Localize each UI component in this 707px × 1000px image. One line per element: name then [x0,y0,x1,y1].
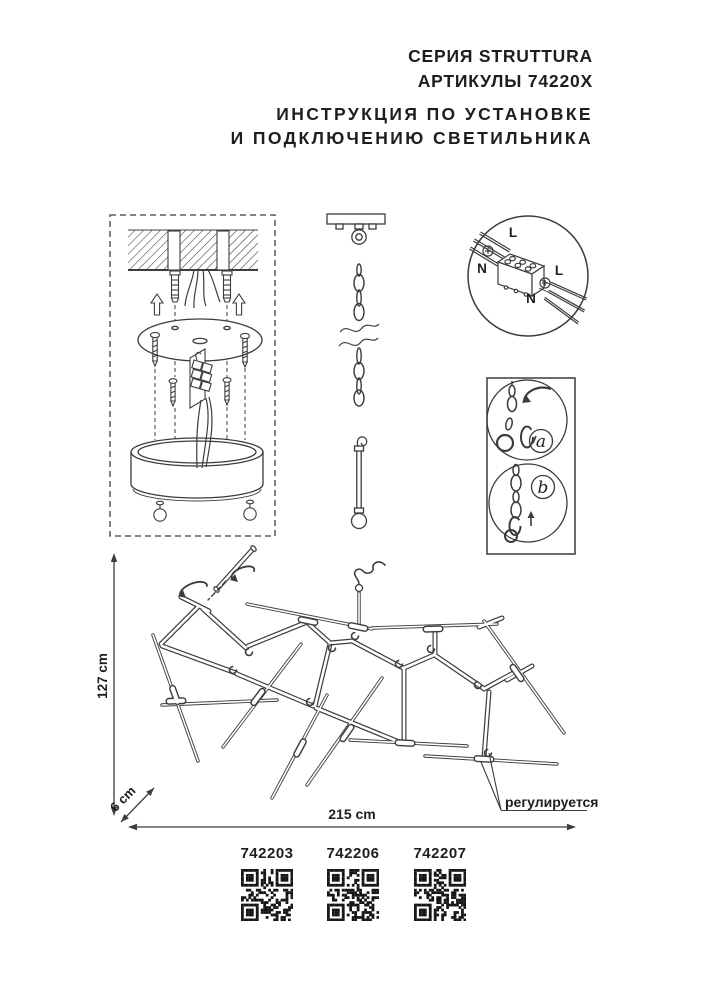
terminal-live-label: L [509,225,517,240]
canopy-wires [196,396,213,469]
dimension-annotations: 127 cm 6 cm 215 cm регулируется [95,553,598,831]
insert-arrow-icon [149,293,165,316]
article-code: 742207 [413,845,467,862]
instruction-title-line2: И ПОДКЛЮЧЕНИЮ СВЕТИЛЬНИКА [230,128,593,148]
wall-anchor [169,270,181,303]
step-b-circle [488,463,568,543]
suspension-rod [350,436,368,530]
article-item: 742207 [412,845,468,921]
article-code: 742206 [326,845,380,862]
joint-clips [228,631,493,758]
stem-label: 6 cm [107,783,139,815]
mounting-screw [239,332,251,369]
series-title: СЕРИЯ STRUTTURA [408,46,593,66]
wall-anchor [221,270,233,303]
height-dimension: 127 cm [95,553,118,816]
ceiling-bar [326,213,386,245]
mounting-screw [222,377,232,407]
qr-code [327,869,379,921]
suspension-chain [338,263,380,407]
step-b-label: b [538,478,549,498]
cap-nut [243,499,257,521]
step-a-label: a [536,432,546,452]
dashed-frame [109,214,276,537]
insert-axis [207,580,227,601]
step-a-detail: a [495,381,554,454]
installation-diagram [109,214,276,537]
earth-icon [539,277,551,289]
article-item: 742203 [239,845,295,921]
power-cord [353,561,386,593]
terminal-block-detail [496,253,546,298]
articles-row: 742203 742206 742207 [0,845,707,975]
instruction-title-line1: ИНСТРУКЦИЯ ПО УСТАНОВКЕ [276,104,593,124]
article-code: 742203 [240,845,294,862]
rotation-arrow-icon [230,565,256,582]
ceiling-hatch [128,229,258,271]
mounting-screw [168,378,178,408]
earth-icon [482,245,494,257]
articles-subtitle: АРТИКУЛЫ 74220X [417,71,593,91]
suspension-parts [326,213,386,530]
chandelier-structure [151,545,566,800]
height-label: 127 cm [95,653,110,699]
wire-live-label: L [555,263,563,278]
insert-arrow-icon [231,293,247,316]
width-label: 215 cm [328,806,375,822]
terminal-neutral-label: N [477,261,487,276]
step-a-circle [486,379,568,461]
drill-hole [167,230,181,271]
adjustment-panel: a b [486,377,576,555]
terminal-block [189,348,213,409]
article-item: 742206 [325,845,381,921]
header-block: СЕРИЯ STRUTTURA АРТИКУЛЫ 74220X ИНСТРУКЦ… [231,44,593,150]
drill-hole [216,230,230,271]
wire-neutral-label: N [526,291,536,306]
mains-wires [184,269,221,309]
cap-nut [153,500,167,522]
rotation-arrow-icon [178,580,208,598]
wiring-detail-circle [467,215,589,337]
mounting-screw [149,331,161,368]
fixture-wires [538,279,588,325]
adjustable-label: регулируется [505,794,598,810]
step-b-detail: b [504,463,556,543]
qr-code [414,869,466,921]
tube-end-cap [213,586,220,593]
qr-code [241,869,293,921]
adjustable-note: регулируется [480,752,598,812]
tube-end-cap [250,545,257,552]
connector-sleeves [165,616,525,763]
wiring-detail: L N L N [467,215,589,337]
width-dimension: 215 cm [128,806,576,831]
